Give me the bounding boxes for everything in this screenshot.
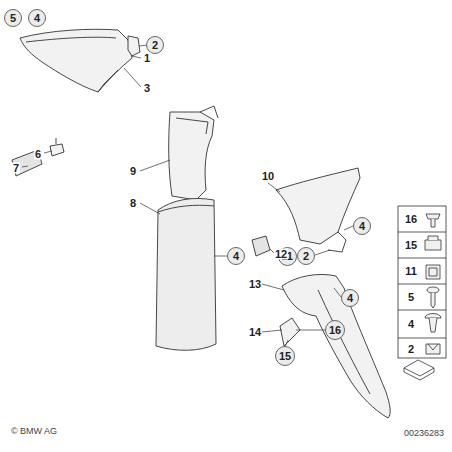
callout-number: 14 — [248, 327, 262, 338]
note-text: © BMW AG — [10, 427, 58, 436]
callout-number: 3 — [143, 83, 151, 94]
callout-number: 5 — [10, 13, 16, 24]
callout-circle: 2 — [297, 247, 315, 265]
callout-number: 4 — [347, 293, 353, 304]
callout-number: 15 — [279, 351, 291, 362]
callout-number: 7 — [12, 163, 20, 174]
callout-number: 12 — [274, 249, 288, 260]
callout-number: 16 — [329, 325, 341, 336]
callout-circle: 2 — [146, 36, 164, 54]
callout-circle: 15 — [275, 346, 295, 366]
callout-number: 2 — [303, 251, 309, 262]
callout-number: 4 — [359, 221, 365, 232]
callout-circle: 5 — [4, 9, 22, 27]
callout-number: 2 — [152, 40, 158, 51]
note-text: 00236283 — [403, 429, 445, 438]
callout-circle: 4 — [28, 9, 46, 27]
callout-number: 15 — [404, 240, 418, 251]
callout-number: 8 — [129, 198, 137, 209]
callout-number: 5 — [407, 292, 415, 303]
callout-number: 1 — [143, 53, 151, 64]
callout-number: 13 — [248, 279, 262, 290]
callout-number: 11 — [404, 266, 418, 277]
callout-number: 4 — [233, 251, 239, 262]
callout-circle: 16 — [325, 320, 345, 340]
callout-number: 16 — [404, 214, 418, 225]
callout-circle: 4 — [353, 217, 371, 235]
callout-circle: 4 — [341, 289, 359, 307]
callout-number: 9 — [129, 166, 137, 177]
callout-circle: 4 — [227, 247, 245, 265]
callout-number: 2 — [407, 344, 415, 355]
callout-number: 4 — [407, 319, 415, 330]
callout-number: 6 — [34, 149, 42, 160]
callout-number: 10 — [261, 171, 275, 182]
callout-number: 4 — [34, 13, 40, 24]
